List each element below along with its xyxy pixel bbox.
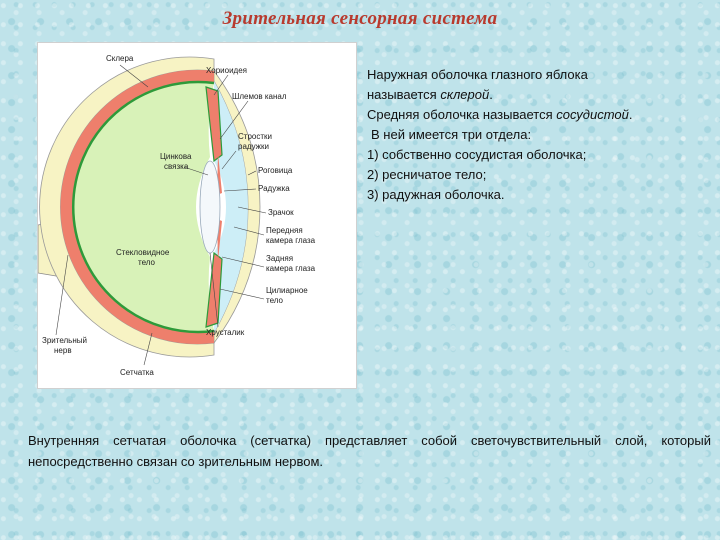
- label-sclera: Склера: [106, 54, 134, 63]
- label-choroid: Хориоидея: [206, 66, 247, 75]
- lens-shape: [199, 160, 221, 254]
- description-text: Наружная оболочка глазного яблока называ…: [367, 65, 712, 205]
- label-optic-nerve-1: Зрительный: [42, 336, 87, 345]
- term-vascular: сосудистой: [556, 107, 629, 122]
- label-zinn-1: Цинкова: [160, 152, 192, 161]
- sclera-line-2: называется склерой.: [367, 87, 493, 102]
- label-schlemm-canal: Шлемов канал: [232, 92, 287, 101]
- choroid-line: Средняя оболочка называется сосудистой.: [367, 107, 633, 122]
- retina-description: Внутренняя сетчатая оболочка (сетчатка) …: [28, 433, 711, 469]
- sclera-line-1: Наружная оболочка глазного яблока: [367, 67, 588, 82]
- label-cornea: Роговица: [258, 166, 293, 175]
- label-optic-nerve-2: нерв: [54, 346, 72, 355]
- slide-title: Зрительная сенсорная система: [222, 8, 498, 29]
- label-anterior-2: камера глаза: [266, 236, 316, 245]
- label-iris-stroma-1: Стростки: [238, 132, 272, 141]
- ciliary-upper: [205, 86, 223, 163]
- label-ciliary-2: тело: [266, 296, 284, 305]
- label-vitreous-2: тело: [138, 258, 156, 267]
- anterior-chamber-shape: [214, 81, 248, 333]
- label-zinn-2: связка: [164, 162, 189, 171]
- label-iris-stroma-2: радужки: [238, 142, 269, 151]
- label-ciliary-1: Цилиарное: [266, 286, 308, 295]
- section-item-1: 1) собственно сосудистая оболочка;: [367, 147, 587, 162]
- section-item-3: 3) радужная оболочка.: [367, 187, 505, 202]
- eye-diagram: Склера Хориоидея Шлемов канал Стростки р…: [37, 42, 357, 389]
- section-item-2: 2) ресничатое тело;: [367, 167, 487, 182]
- label-retina: Сетчатка: [120, 368, 154, 377]
- sections-intro: В ней имеется три отдела:: [371, 127, 532, 142]
- eye-cross-section: Склера Хориоидея Шлемов канал Стростки р…: [38, 54, 316, 377]
- label-anterior-1: Передняя: [266, 226, 303, 235]
- label-iris: Радужка: [258, 184, 290, 193]
- term-sclera: склерой: [440, 87, 490, 102]
- label-vitreous-1: Стекловидное: [116, 248, 170, 257]
- retina-line: [71, 80, 215, 334]
- label-posterior-2: камера глаза: [266, 264, 316, 273]
- vitreous-shape: [73, 82, 214, 332]
- label-lens: Хрусталик: [206, 328, 245, 337]
- label-pupil: Зрачок: [268, 208, 294, 217]
- label-posterior-1: Задняя: [266, 254, 293, 263]
